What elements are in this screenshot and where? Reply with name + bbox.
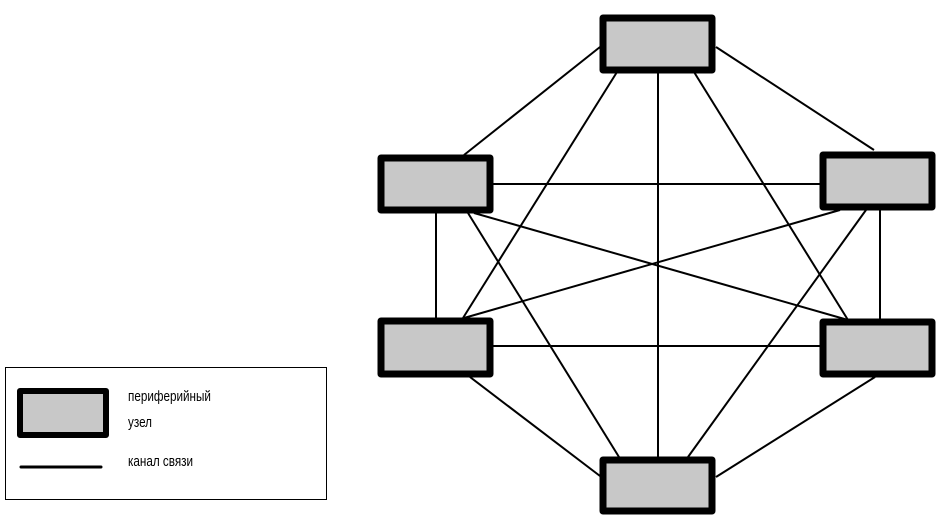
links	[435, 46, 881, 478]
link-lower-right-bottom	[715, 376, 876, 478]
legend-link-label: канал связи	[128, 453, 193, 470]
link-lower-left-bottom	[469, 376, 601, 477]
legend-node-symbol	[17, 388, 109, 438]
link-upper-right-bottom	[687, 209, 867, 458]
node-lower-right	[819, 318, 936, 378]
link-top-upper-right	[715, 46, 875, 151]
link-top-lower-left	[462, 71, 618, 319]
legend: периферийный узел канал связи	[5, 367, 327, 500]
link-top-upper-left	[463, 46, 601, 156]
link-top-lower-right	[693, 71, 849, 321]
node-upper-left	[377, 154, 494, 214]
legend-node-label-line1: периферийный	[128, 388, 211, 405]
node-upper-right	[819, 151, 936, 211]
legend-node-label-line2: узел	[128, 414, 152, 431]
link-upper-left-lower-right	[473, 212, 849, 321]
node-lower-left	[377, 317, 494, 378]
nodes	[377, 14, 936, 515]
link-upper-right-lower-left	[463, 209, 841, 319]
link-upper-left-bottom	[467, 212, 620, 458]
node-top	[599, 14, 716, 74]
node-bottom	[599, 456, 716, 515]
